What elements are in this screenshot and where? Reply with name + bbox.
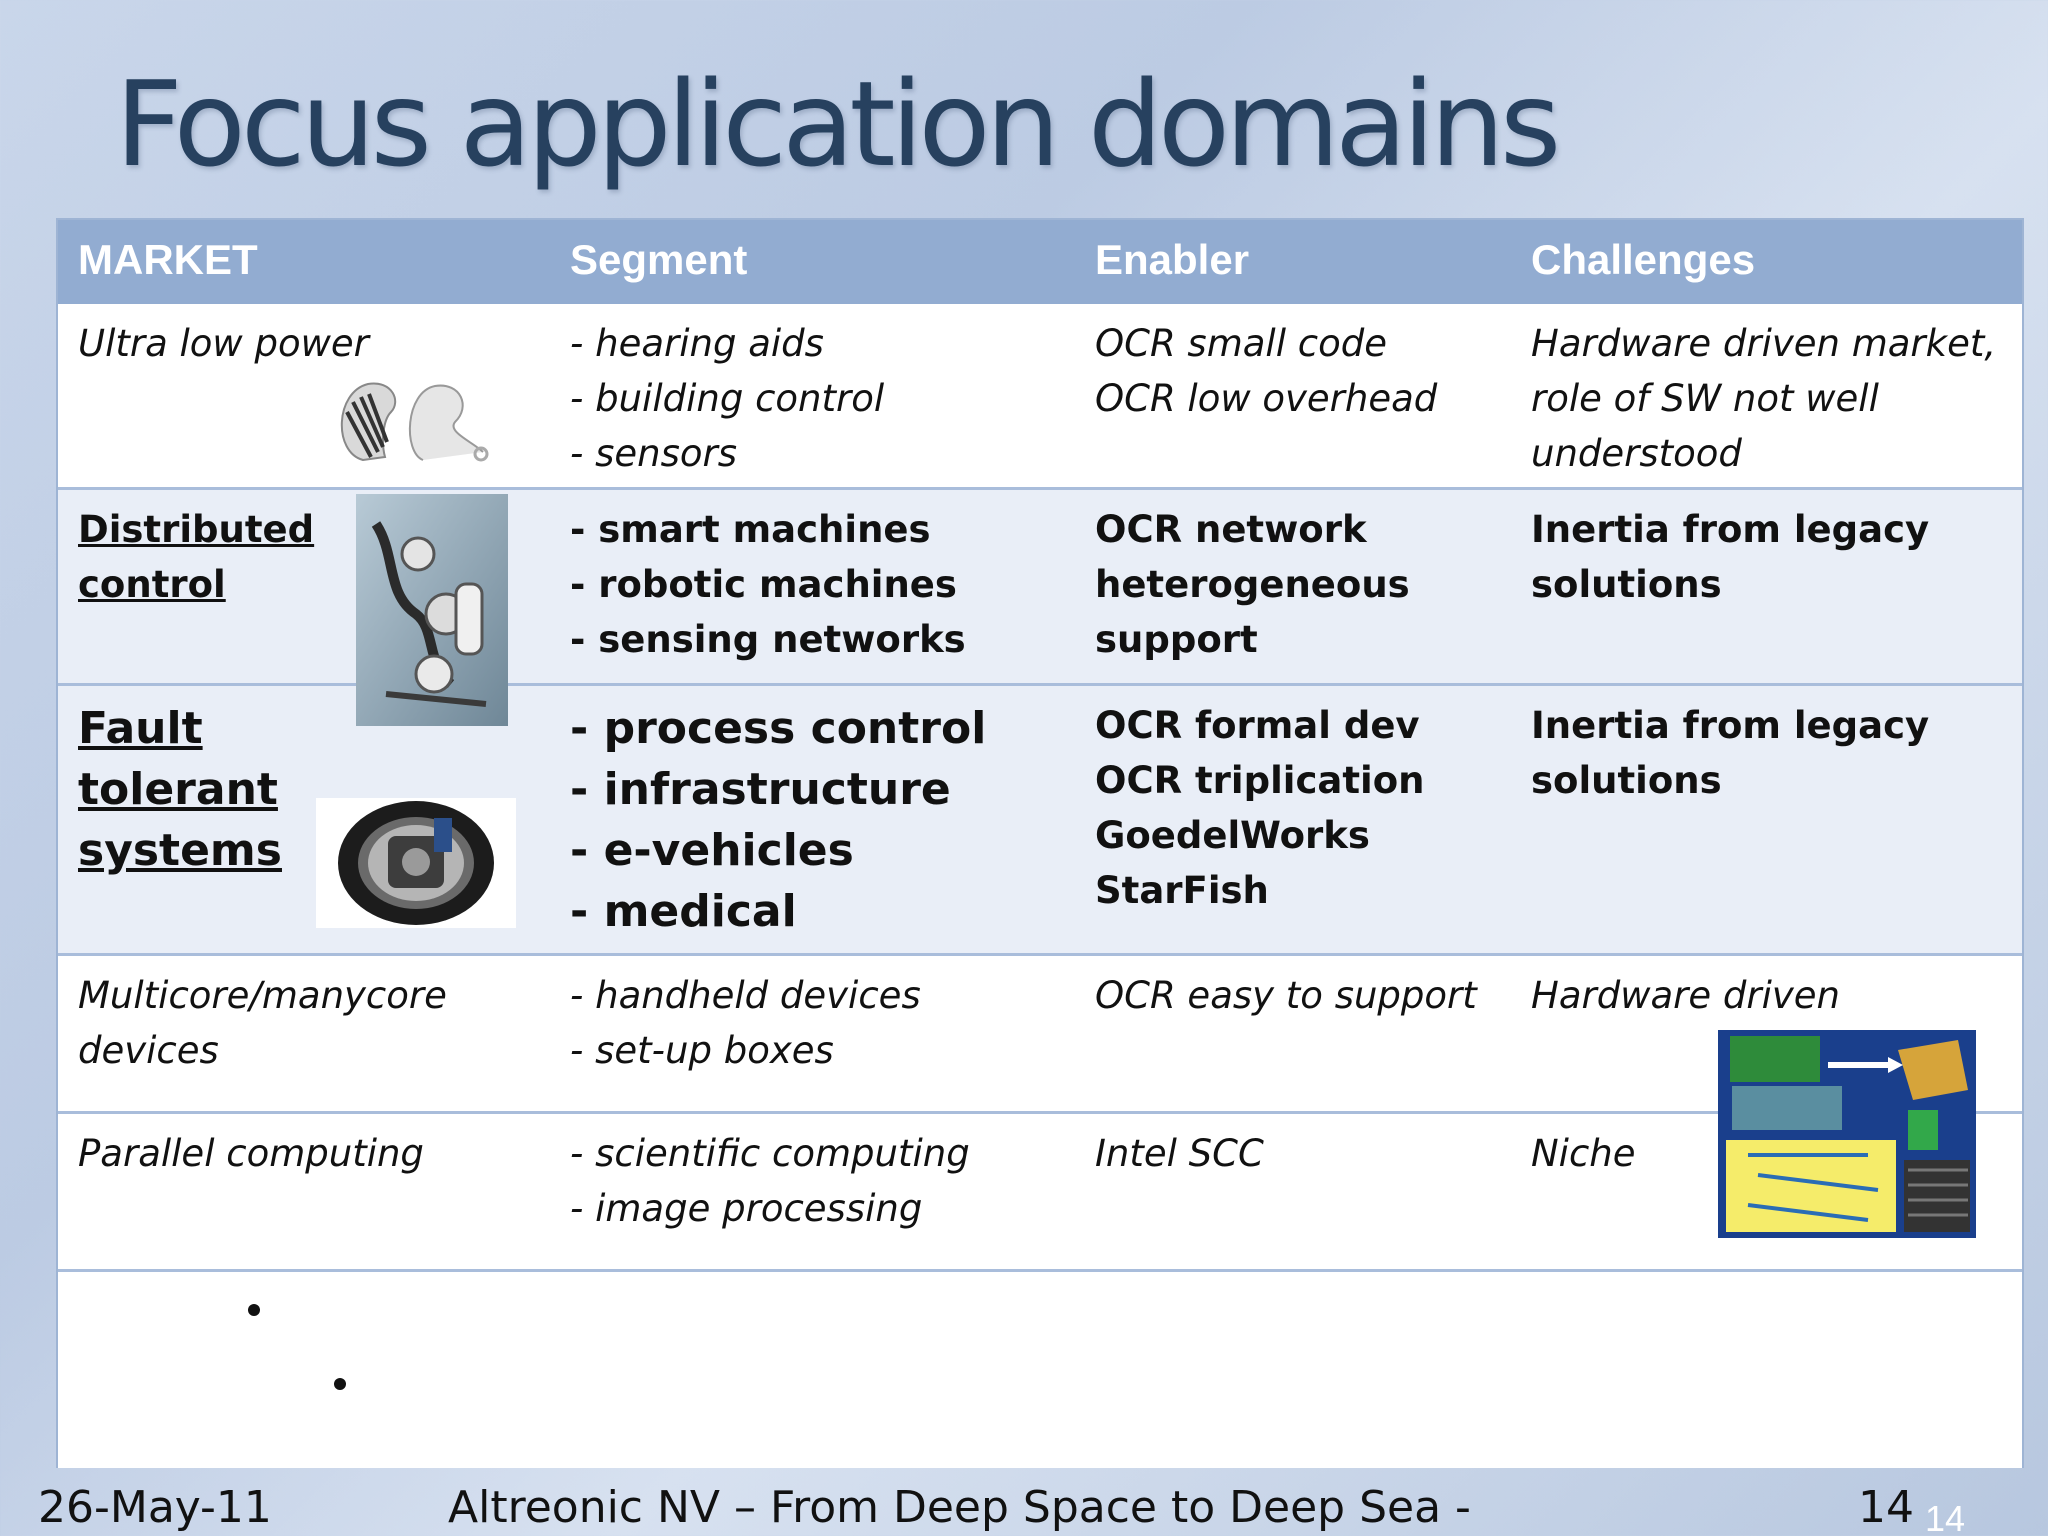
challenges-item: Inertia from legacy — [1531, 508, 1930, 551]
challenges-item: solutions — [1531, 759, 1722, 802]
enabler-item: OCR network — [1095, 508, 1367, 551]
market-cell: Multicore/manycore devices — [78, 968, 447, 1078]
market-cell: Fault tolerant systems — [78, 698, 282, 881]
enabler-item: OCR triplication — [1095, 759, 1425, 802]
header-market: MARKET — [78, 236, 258, 283]
segment-cell: - process control - infrastructure - e-v… — [570, 698, 986, 942]
header-enabler: Enabler — [1095, 236, 1250, 283]
table-row: Ultra low power - hearing aids - buildin… — [58, 304, 2022, 490]
enabler-cell: Intel SCC — [1095, 1126, 1264, 1181]
segment-item: - handheld devices — [570, 974, 921, 1017]
segment-item: - e-vehicles — [570, 825, 854, 876]
hearing-aid-image — [340, 382, 489, 462]
table-row: Parallel computing - scientific computin… — [58, 1114, 2022, 1272]
domains-table: MARKET Segment Enabler Challenges Ultra … — [56, 218, 2024, 1468]
wheel-motor-image — [316, 798, 516, 928]
bullet-marker — [248, 1304, 260, 1316]
market-cell: Parallel computing — [78, 1126, 424, 1181]
enabler-item: StarFish — [1095, 869, 1269, 912]
challenges-item: Hardware driven market, — [1531, 322, 1997, 365]
table-row: Multicore/manycore devices - handheld de… — [58, 956, 2022, 1114]
segment-cell: - handheld devices - set-up boxes — [570, 968, 921, 1078]
challenges-cell: Inertia from legacy solutions — [1531, 502, 1929, 612]
market-text: Fault — [78, 703, 203, 754]
enabler-item: OCR formal dev — [1095, 704, 1420, 747]
table-row — [58, 1272, 2022, 1468]
segment-item: - sensing networks — [570, 618, 966, 661]
enabler-item: GoedelWorks — [1095, 814, 1370, 857]
bullet-marker — [334, 1378, 346, 1390]
enabler-item: OCR small code — [1095, 322, 1387, 365]
robot-arm-image — [356, 494, 508, 726]
segment-item: - sensors — [570, 432, 738, 475]
enabler-item: OCR easy to support — [1095, 974, 1477, 1017]
enabler-cell: OCR easy to support — [1095, 968, 1477, 1023]
segment-cell: - smart machines - robotic machines - se… — [570, 502, 966, 667]
enabler-item: heterogeneous — [1095, 563, 1410, 606]
challenges-cell: Inertia from legacy solutions — [1531, 698, 1929, 808]
challenges-cell: Hardware driven — [1531, 968, 1840, 1023]
segment-item: - smart machines — [570, 508, 931, 551]
market-cell: Distributed control — [78, 502, 314, 612]
segment-item: - building control — [570, 377, 885, 420]
market-text: control — [78, 563, 226, 606]
footer-page-number: 14 — [1858, 1482, 1914, 1533]
table-row: Fault tolerant systems - process control… — [58, 686, 2022, 956]
market-text: systems — [78, 825, 282, 876]
market-text: devices — [78, 1029, 219, 1072]
challenges-item: Niche — [1531, 1132, 1636, 1175]
enabler-cell: OCR formal dev OCR triplication GoedelWo… — [1095, 698, 1424, 918]
enabler-item: Intel SCC — [1095, 1132, 1264, 1175]
manycore-chip-image — [1718, 1030, 1976, 1238]
challenges-item: solutions — [1531, 563, 1722, 606]
segment-cell: - hearing aids - building control - sens… — [570, 316, 884, 481]
footer-center: Altreonic NV – From Deep Space to Deep S… — [448, 1482, 1471, 1533]
enabler-cell: OCR small code OCR low overhead — [1095, 316, 1437, 426]
challenges-item: Hardware driven — [1531, 974, 1840, 1017]
segment-item: - scientific computing — [570, 1132, 970, 1175]
enabler-cell: OCR network heterogeneous support — [1095, 502, 1410, 667]
challenges-item: role of SW not well — [1531, 377, 1879, 420]
market-text: tolerant — [78, 764, 278, 815]
header-challenges: Challenges — [1531, 236, 1756, 283]
table-row: Distributed control - smart machines - r… — [58, 490, 2022, 686]
challenges-item: understood — [1531, 432, 1742, 475]
footer-date: 26-May-11 — [38, 1482, 272, 1533]
enabler-item: OCR low overhead — [1095, 377, 1438, 420]
segment-item: - set-up boxes — [570, 1029, 834, 1072]
table-header-row: MARKET Segment Enabler Challenges — [58, 220, 2022, 304]
market-text: Parallel computing — [78, 1132, 424, 1175]
slide-title: Focus application domains — [115, 55, 1561, 193]
segment-item: - process control — [570, 703, 987, 754]
segment-item: - robotic machines — [570, 563, 957, 606]
segment-cell: - scientific computing - image processin… — [570, 1126, 970, 1236]
market-cell: Ultra low power — [78, 316, 369, 371]
segment-item: - infrastructure — [570, 764, 951, 815]
segment-item: - hearing aids — [570, 322, 824, 365]
enabler-item: support — [1095, 618, 1258, 661]
market-text: Ultra low power — [78, 322, 369, 365]
challenges-cell: Niche — [1531, 1126, 1636, 1181]
market-text: Multicore/manycore — [78, 974, 447, 1017]
challenges-item: Inertia from legacy — [1531, 704, 1930, 747]
challenges-cell: Hardware driven market, role of SW not w… — [1531, 316, 1996, 481]
market-text: Distributed — [78, 508, 315, 551]
segment-item: - image processing — [570, 1187, 923, 1230]
header-segment: Segment — [570, 236, 748, 283]
footer-page-number-small: 14 — [1925, 1498, 1966, 1536]
segment-item: - medical — [570, 886, 797, 937]
